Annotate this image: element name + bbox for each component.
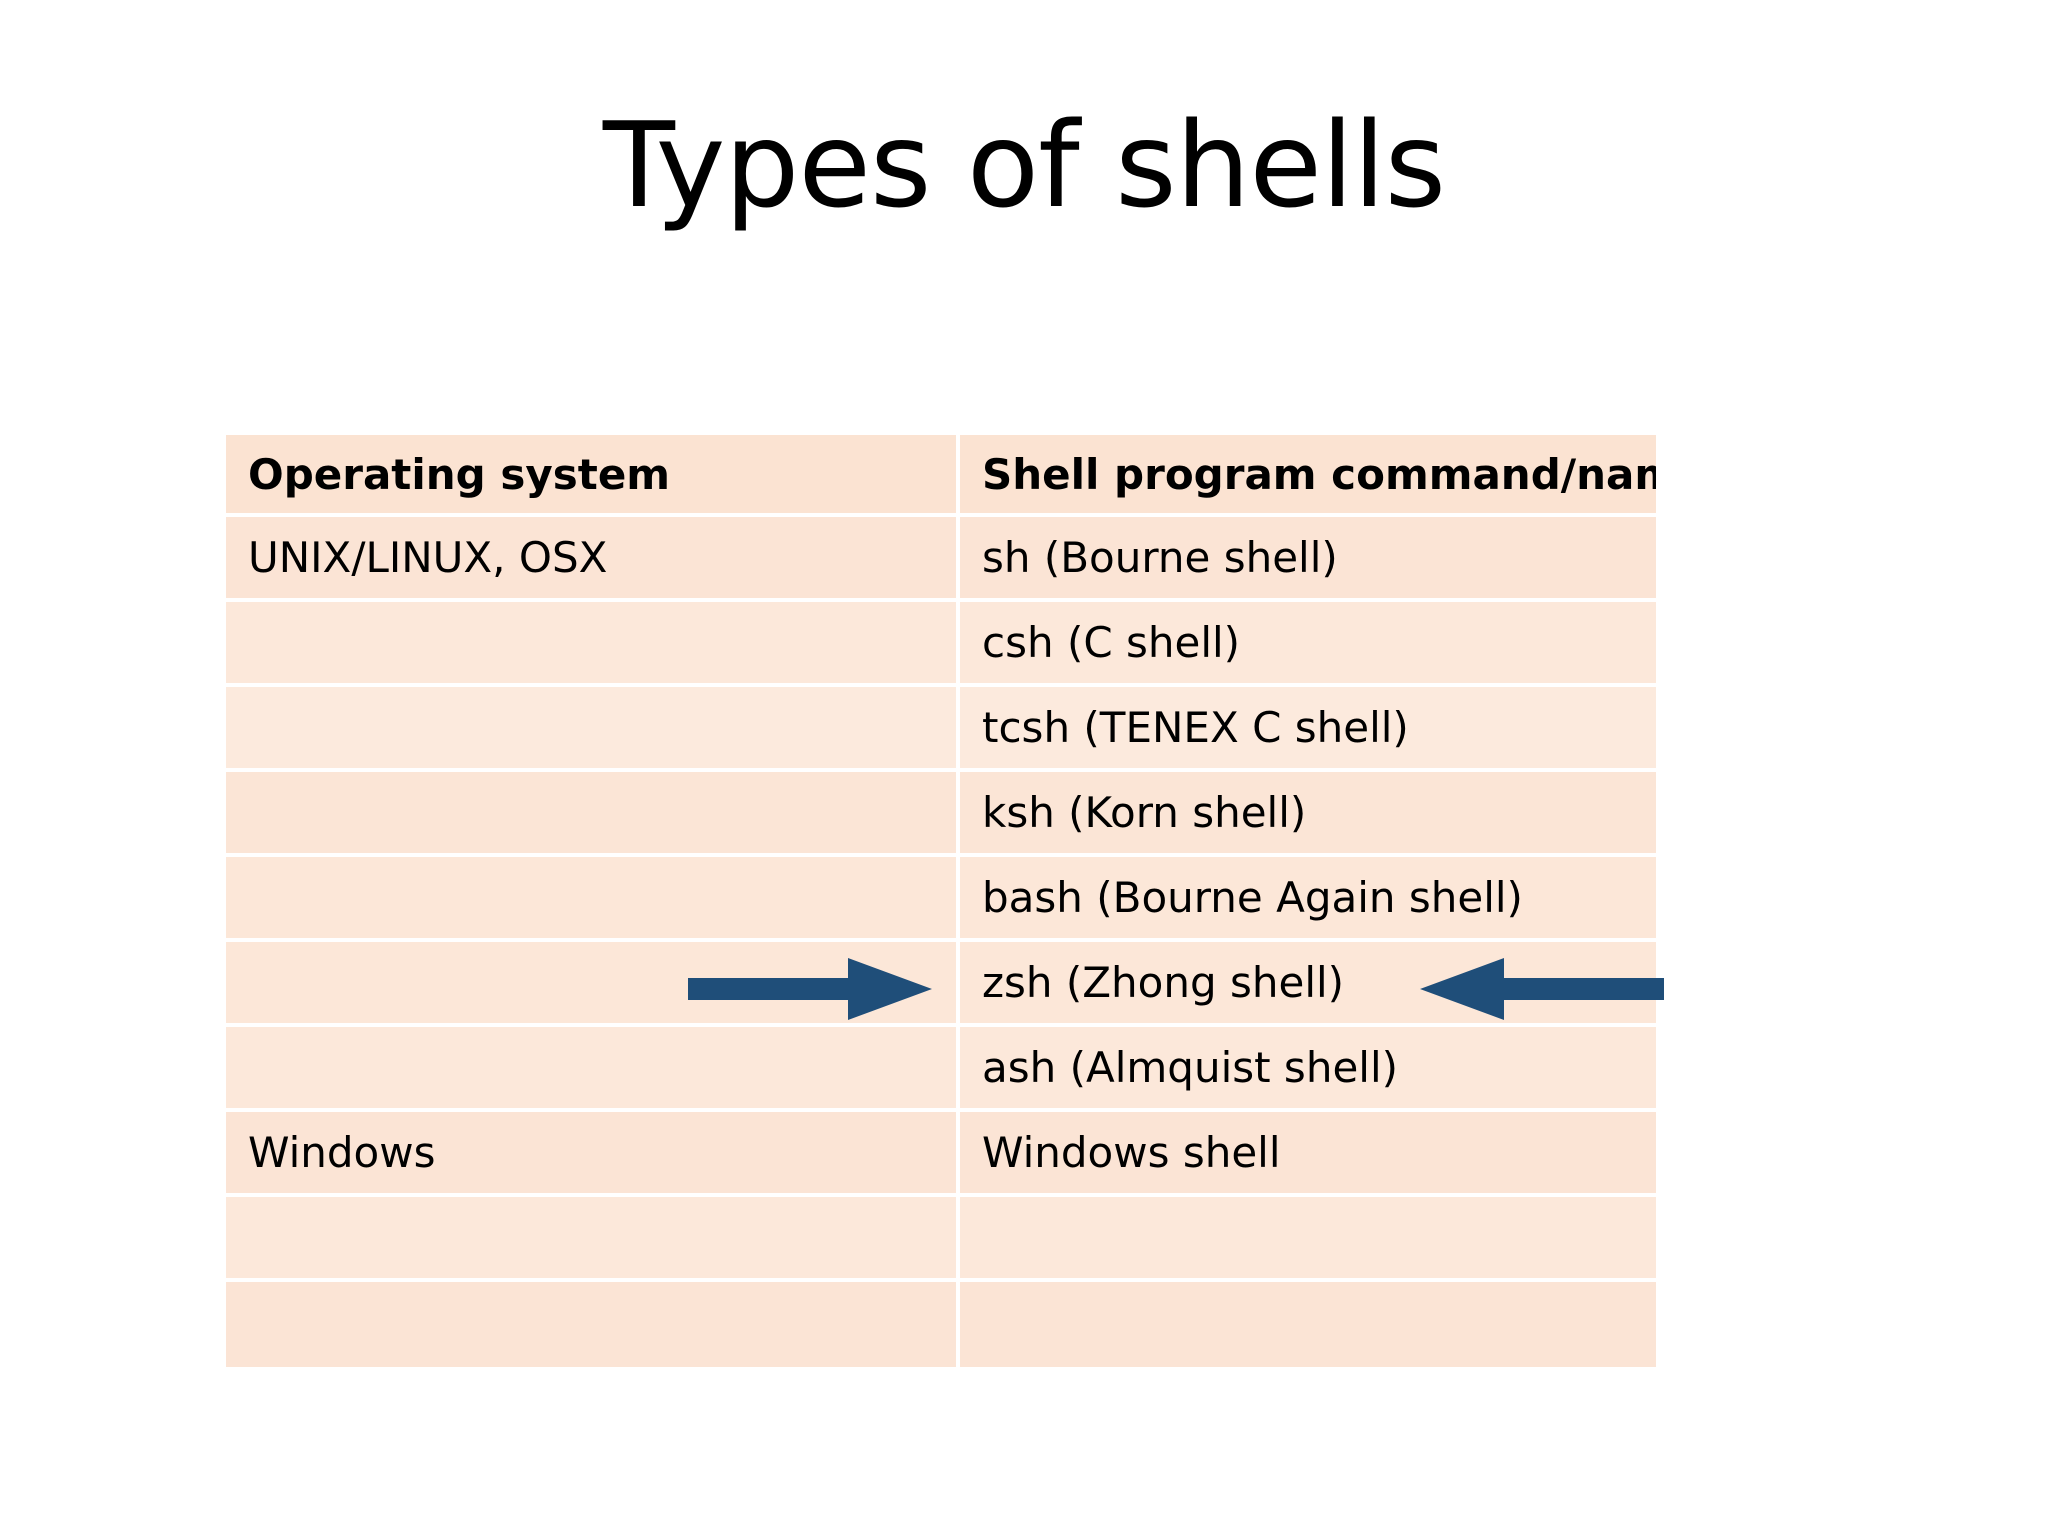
cell-shell: Windows shell <box>960 1112 1656 1197</box>
table-row: ksh (Korn shell) <box>226 772 1656 857</box>
shell-types-table: Operating system Shell program command/n… <box>226 435 1656 1367</box>
table-row <box>226 1197 1656 1282</box>
cell-shell: tcsh (TENEX C shell) <box>960 687 1656 772</box>
cell-os <box>226 1282 960 1367</box>
table-row: UNIX/LINUX, OSX sh (Bourne shell) <box>226 517 1656 602</box>
cell-shell: bash (Bourne Again shell) <box>960 857 1656 942</box>
cell-os <box>226 772 960 857</box>
cell-shell: ksh (Korn shell) <box>960 772 1656 857</box>
table-row: csh (C shell) <box>226 602 1656 687</box>
cell-shell <box>960 1282 1656 1367</box>
cell-os: Windows <box>226 1112 960 1197</box>
cell-os <box>226 1197 960 1282</box>
table-row: bash (Bourne Again shell) <box>226 857 1656 942</box>
cell-os <box>226 942 960 1027</box>
cell-os <box>226 687 960 772</box>
cell-shell: csh (C shell) <box>960 602 1656 687</box>
cell-os: UNIX/LINUX, OSX <box>226 517 960 602</box>
cell-os <box>226 857 960 942</box>
table-row: tcsh (TENEX C shell) <box>226 687 1656 772</box>
cell-shell-zsh: zsh (Zhong shell) <box>960 942 1656 1027</box>
column-header-operating-system: Operating system <box>226 435 960 517</box>
table-row: ash (Almquist shell) <box>226 1027 1656 1112</box>
cell-os <box>226 1027 960 1112</box>
table-row <box>226 1282 1656 1367</box>
cell-shell: ash (Almquist shell) <box>960 1027 1656 1112</box>
column-header-shell-program: Shell program command/name <box>960 435 1656 517</box>
cell-os <box>226 602 960 687</box>
table-header-row: Operating system Shell program command/n… <box>226 435 1656 517</box>
page-title: Types of shells <box>602 96 1446 234</box>
table-row: Windows Windows shell <box>226 1112 1656 1197</box>
cell-shell <box>960 1197 1656 1282</box>
cell-shell: sh (Bourne shell) <box>960 517 1656 602</box>
table-row-highlighted: zsh (Zhong shell) <box>226 942 1656 1027</box>
